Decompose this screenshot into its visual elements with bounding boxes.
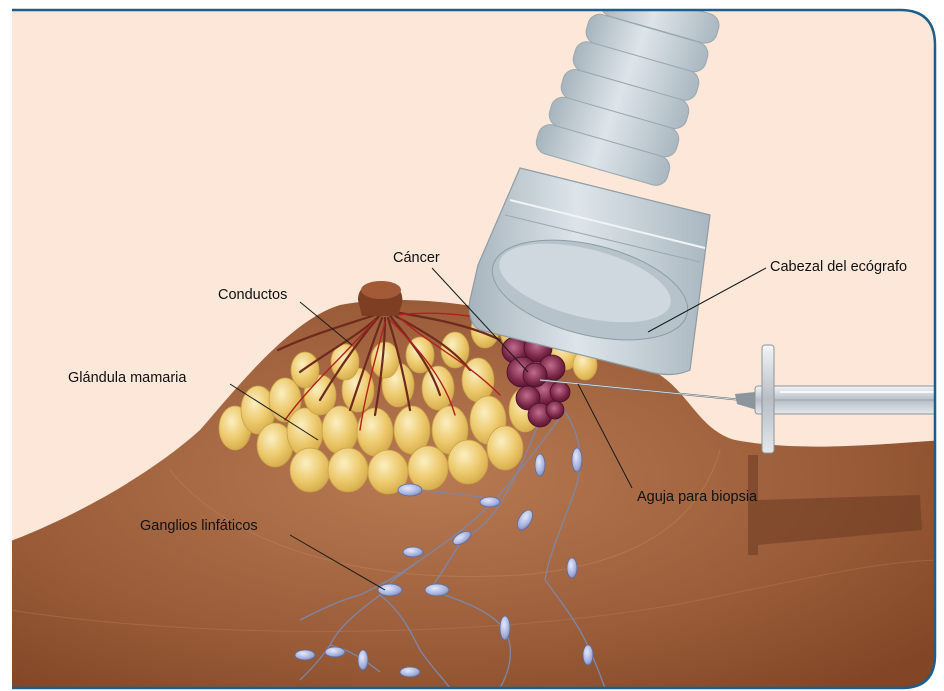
label-biopsy-needle: Aguja para biopsia [637, 489, 757, 505]
label-ultrasound-head: Cabezal del ecógrafo [770, 259, 907, 275]
label-lymph-nodes: Ganglios linfáticos [140, 518, 258, 534]
label-ducts: Conductos [218, 287, 287, 303]
label-cancer: Cáncer [393, 250, 440, 266]
label-mammary-gland: Glándula mamaria [68, 370, 186, 386]
nipple [358, 281, 402, 316]
